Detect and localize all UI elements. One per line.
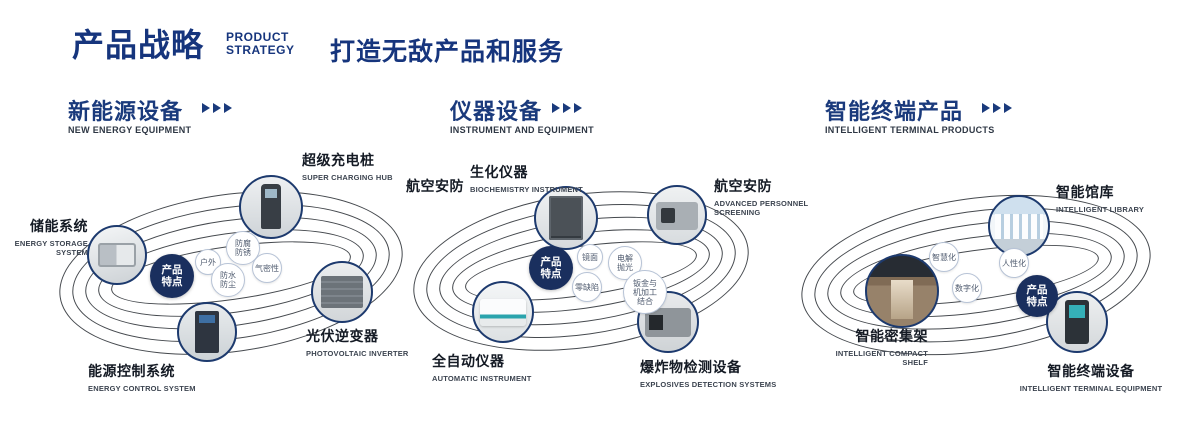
product-features-badge: 产品特点: [1016, 275, 1058, 317]
device-shape: [97, 242, 137, 268]
section-title-instruments: 仪器设备: [450, 99, 543, 124]
device-shape: [890, 279, 914, 319]
slogan: 打造无敌产品和服务: [330, 38, 565, 66]
device-shape: [260, 184, 282, 229]
device-shape: [479, 299, 527, 326]
section-subtitle-instruments: INSTRUMENT AND EQUIPMENT: [450, 125, 594, 135]
arrow-icon: [224, 103, 232, 113]
super-charging-hub-photo: [239, 175, 303, 239]
energy-control-system-photo: [177, 302, 237, 362]
device-shape: [994, 214, 1044, 239]
arrow-icon: [993, 103, 1001, 113]
intelligent-library-photo: [988, 195, 1050, 257]
triple-arrow-icon: [982, 100, 1012, 116]
item-label-photovoltaic-inverter: 光伏逆变器 PHOTOVOLTAIC INVERTER: [306, 328, 409, 358]
arrow-icon: [982, 103, 990, 113]
section-title-new-energy: 新能源设备: [68, 99, 184, 124]
feature-bubble-waterproof: 防水防尘: [211, 263, 245, 297]
feature-bubble-digital: 数字化: [952, 273, 982, 303]
item-label-biochemistry: 生化仪器 BIOCHEMISTRY INSTRUMENT: [470, 164, 583, 194]
feature-bubble-mirror: 镜面: [577, 244, 603, 270]
item-label-automatic-instrument: 全自动仪器 AUTOMATIC INSTRUMENT: [432, 353, 532, 383]
triple-arrow-icon: [202, 100, 232, 116]
feature-bubble-humanized: 人性化: [999, 248, 1029, 278]
item-label-intelligent-library: 智能馆库 INTELLIGENT LIBRARY: [1056, 184, 1145, 214]
device-shape: [549, 196, 583, 240]
feature-bubble-smart: 智慧化: [929, 242, 959, 272]
item-label-personnel-screening: 航空安防 ADVANCED PERSONNEL SCREENING: [714, 178, 809, 217]
section-subtitle-intelligent-terminal: INTELLIGENT TERMINAL PRODUCTS: [825, 125, 995, 135]
item-label-terminal-equipment: 智能终端设备 INTELLIGENT TERMINAL EQUIPMENT: [1019, 363, 1163, 393]
product-features-badge: 产品特点: [529, 246, 573, 290]
section-title-intelligent-terminal: 智能终端产品: [825, 99, 964, 124]
arrow-icon: [563, 103, 571, 113]
device-shape: [1065, 299, 1089, 345]
item-label-super-charging-hub: 超级充电桩 SUPER CHARGING HUB: [302, 152, 393, 182]
photovoltaic-inverter-photo: [311, 261, 373, 323]
device-shape: [655, 201, 699, 230]
device-shape: [321, 275, 363, 309]
automatic-instrument-photo: [472, 281, 534, 343]
device-shape: [194, 310, 220, 354]
device-shape: [644, 308, 692, 338]
arrow-icon: [552, 103, 560, 113]
item-label-explosives-detection: 爆炸物检测设备 EXPLOSIVES DETECTION SYSTEMS: [640, 359, 777, 389]
energy-storage-photo: [87, 225, 147, 285]
arrow-icon: [213, 103, 221, 113]
item-label-compact-shelf: 智能密集架 INTELLIGENT COMPACT SHELF: [835, 328, 928, 367]
compact-shelf-photo: [865, 254, 939, 328]
side-label-aviation-security: 航空安防: [406, 178, 464, 194]
triple-arrow-icon: [552, 100, 582, 116]
page-title: 产品战略: [72, 27, 205, 63]
item-label-energy-control-system: 能源控制系统 ENERGY CONTROL SYSTEM: [88, 363, 196, 393]
page-subtitle: PRODUCT STRATEGY: [226, 31, 294, 57]
arrow-icon: [202, 103, 210, 113]
personnel-screening-photo: [647, 185, 707, 245]
arrow-icon: [1004, 103, 1012, 113]
biochemistry-instrument-photo: [534, 186, 598, 250]
product-features-badge: 产品特点: [150, 254, 194, 298]
page-subtitle-line1: PRODUCT: [226, 30, 289, 44]
section-subtitle-new-energy: NEW ENERGY EQUIPMENT: [68, 125, 192, 135]
page-subtitle-line2: STRATEGY: [226, 43, 295, 57]
item-label-energy-storage: 储能系统 ENERGY STORAGE SYSTEM: [14, 218, 88, 257]
feature-bubble-zero-defect: 零缺陷: [572, 272, 602, 302]
feature-bubble-sheet-metal: 钣金与机加工结合: [623, 270, 667, 314]
arrow-icon: [574, 103, 582, 113]
feature-bubble-airtight: 气密性: [252, 253, 282, 283]
